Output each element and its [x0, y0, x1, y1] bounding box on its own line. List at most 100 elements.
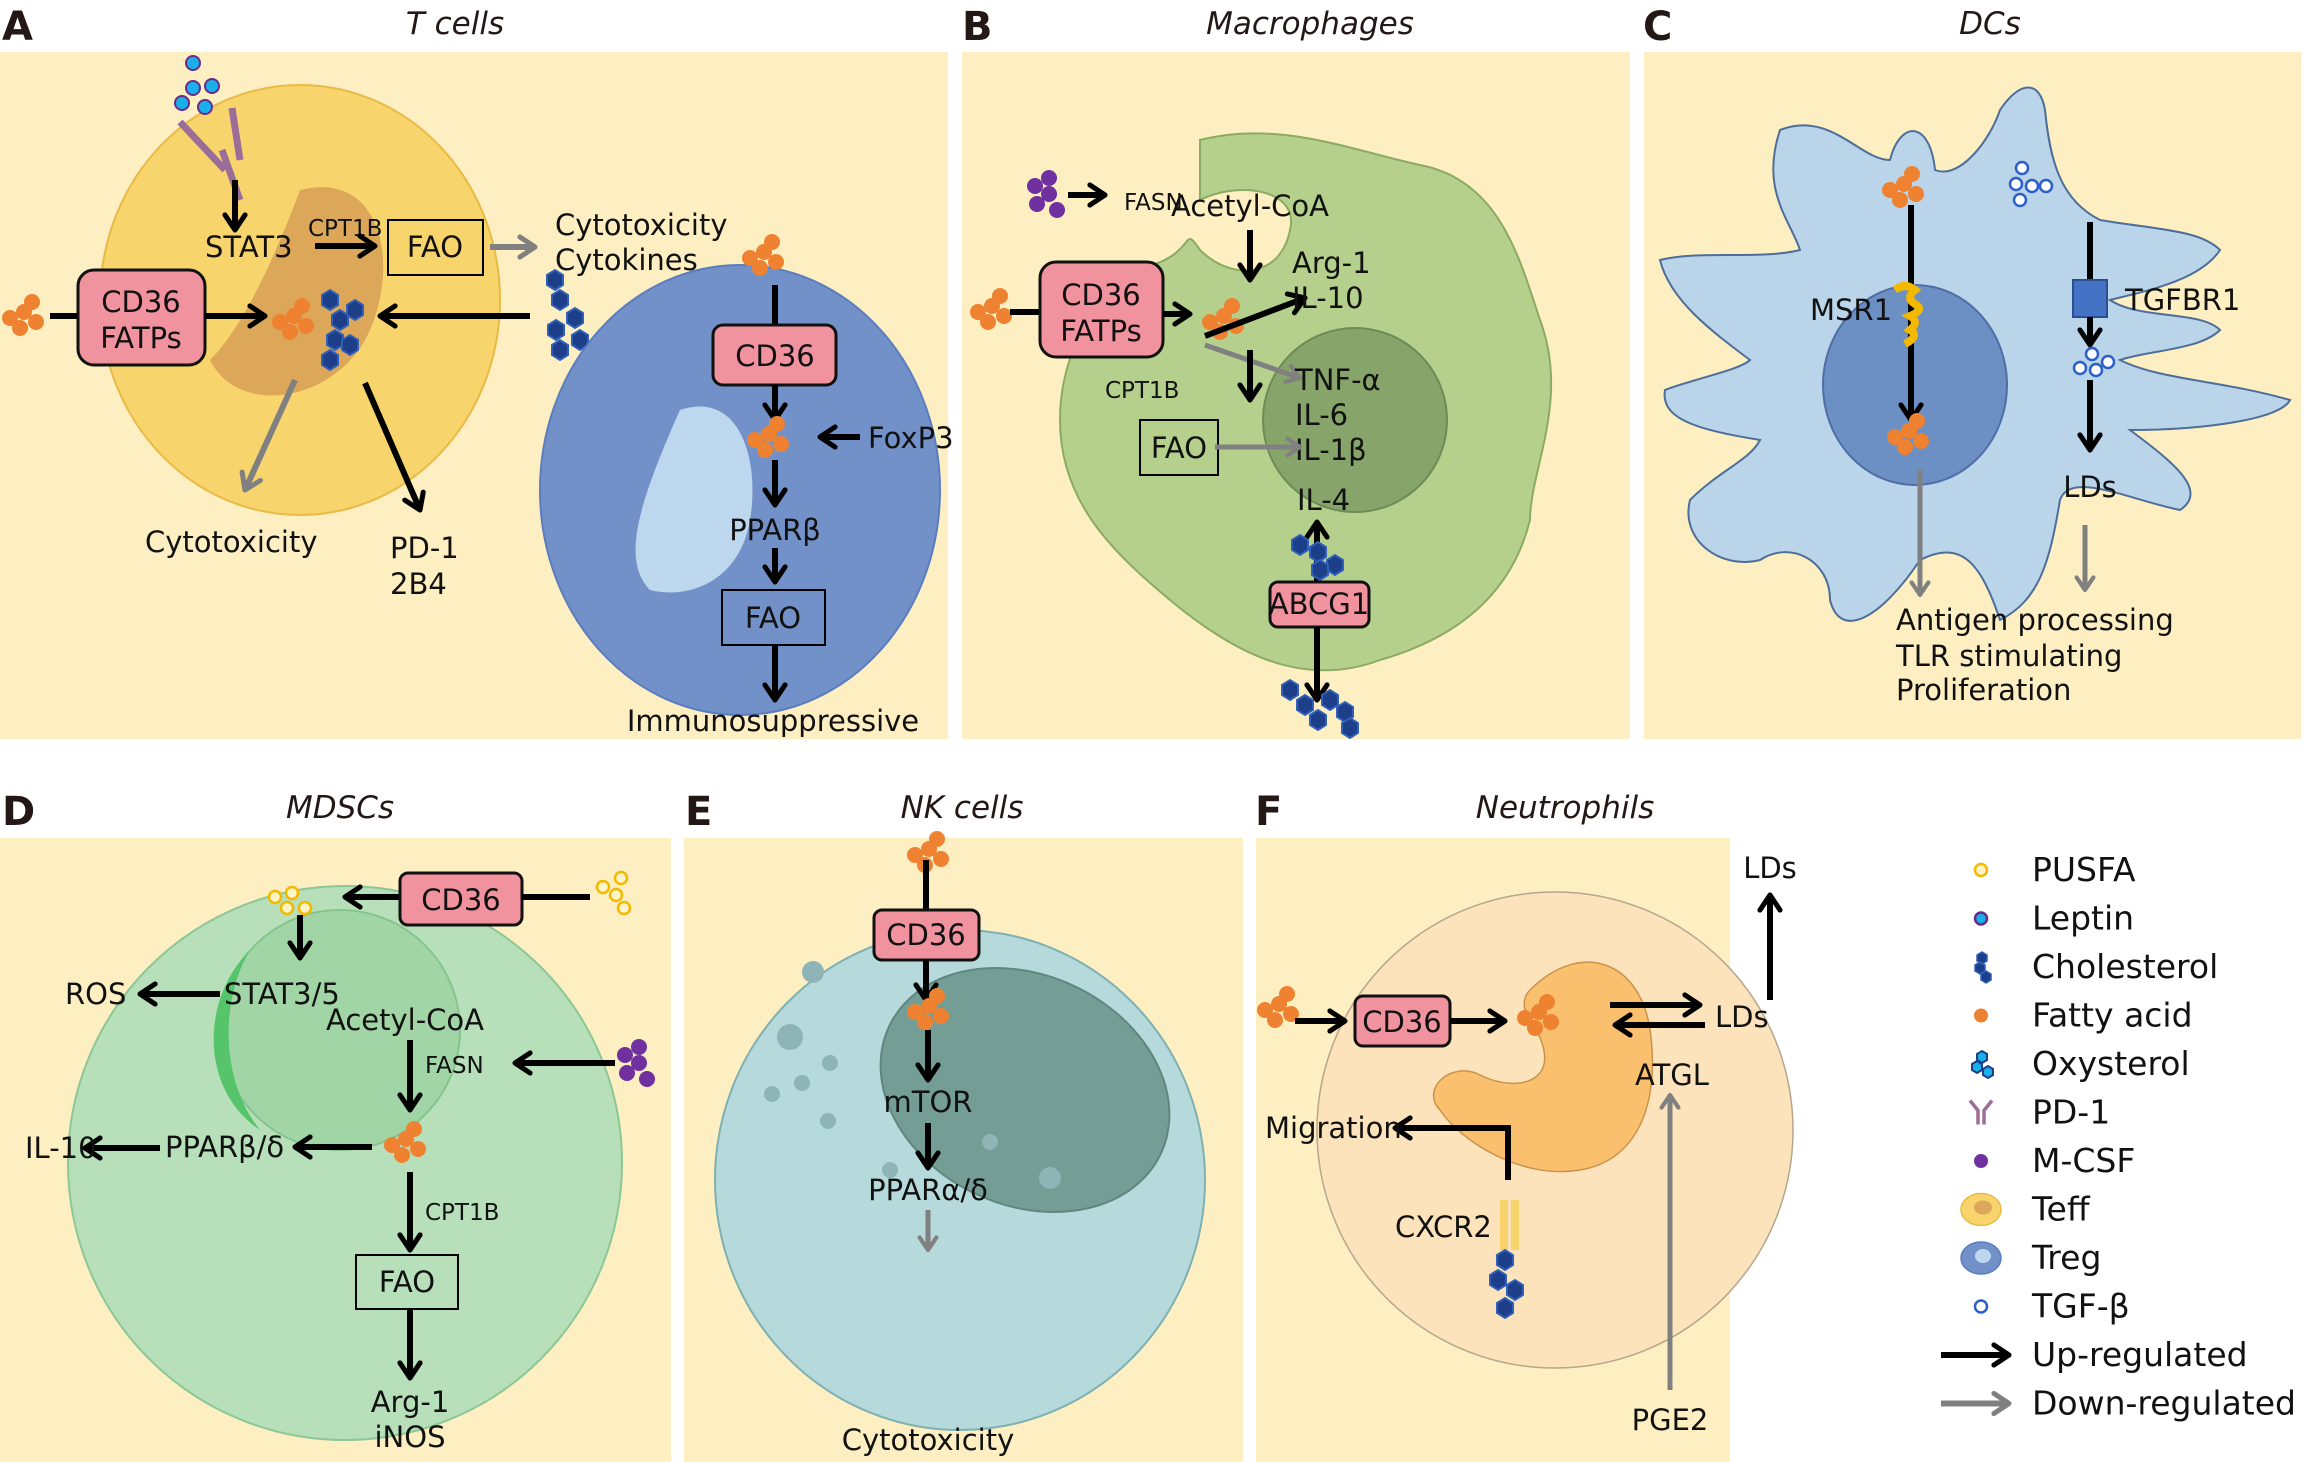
legend-item: Down-regulated — [1941, 1384, 2296, 1423]
teff-icon — [1960, 1192, 2002, 1227]
pusfa-icon — [267, 885, 313, 916]
label-il1b: IL-1β — [1295, 433, 1367, 467]
label-fao: FAO — [379, 1265, 435, 1299]
panel-title: DCs — [1959, 6, 2021, 42]
cytoplasm-granules — [764, 961, 1061, 1189]
panel-letter: E — [685, 789, 712, 835]
nucleus-highlight — [213, 950, 260, 1130]
pusfa-icon — [1973, 862, 1989, 878]
cxcr2-receptor-icon — [1500, 1200, 1519, 1250]
label-fatps: FATPs — [100, 321, 181, 355]
cd36-fatps-box — [1038, 260, 1165, 359]
fao-box — [387, 219, 484, 276]
panel-b: B Macrophages Acetyl-CoA FASN CD36 FATPs… — [962, 4, 1630, 739]
label-inos: iNOS — [375, 1420, 446, 1454]
legend-label: Down-regulated — [2032, 1384, 2296, 1423]
panel-title: Macrophages — [1206, 6, 1414, 42]
legend-label: Oxysterol — [2032, 1044, 2190, 1083]
panel-letter: B — [962, 4, 993, 50]
label-fao: FAO — [745, 601, 801, 635]
tgfb-icon — [2072, 346, 2116, 378]
legend-label: Up-regulated — [2032, 1335, 2248, 1374]
legend-label: Treg — [2031, 1238, 2101, 1277]
label-il6: IL-6 — [1295, 398, 1348, 432]
panel-title: Neutrophils — [1476, 790, 1654, 826]
label-cpt1b: CPT1B — [425, 1200, 499, 1226]
up-arrow — [362, 381, 426, 513]
legend-item: Oxysterol — [1971, 1044, 2190, 1083]
label-pparb: PPARβ — [729, 513, 821, 547]
label-cd36: CD36 — [886, 918, 965, 952]
label-il10: IL-10 — [25, 1131, 97, 1165]
up-arrow — [1203, 291, 1308, 339]
dc-nucleus — [1822, 284, 2008, 486]
panel-e: E NK cells CD36 mTOR PPARα/δ Cytotoxicit… — [684, 789, 1243, 1462]
label-stat3: STAT3 — [205, 230, 293, 264]
up-arrow — [1392, 1115, 1511, 1180]
legend-item: Teff — [1960, 1190, 2091, 1229]
oxysterol-icon — [1971, 1049, 1994, 1080]
tgfb-icon — [2008, 160, 2054, 208]
label-lds: LDs — [2063, 470, 2117, 504]
msr1-receptor-icon — [1892, 282, 1923, 348]
legend-label: Cholesterol — [2032, 947, 2218, 986]
legend-label: TGF-β — [2031, 1287, 2130, 1326]
label-ppar: PPARα/δ — [868, 1173, 988, 1207]
panel-letter: F — [1255, 789, 1282, 835]
legend-item: Treg — [1960, 1238, 2101, 1277]
legend-label: Leptin — [2032, 899, 2134, 938]
legend-item: Leptin — [1973, 899, 2134, 938]
label-cd36: CD36 — [101, 285, 180, 319]
label-fasn: FASN — [425, 1053, 484, 1079]
label-cpt1b: CPT1B — [1105, 378, 1179, 404]
label-cxcr2: CXCR2 — [1395, 1210, 1492, 1244]
label-fao: FAO — [1151, 431, 1207, 465]
label-stat35: STAT3/5 — [224, 977, 340, 1011]
label-tnfa: TNF-α — [1294, 363, 1381, 397]
fatty-acid-icon — [1974, 1008, 1988, 1023]
label-msr1: MSR1 — [1810, 293, 1892, 327]
label-immunosuppressive: Immunosuppressive — [627, 704, 919, 738]
treg-icon — [1960, 1241, 2002, 1275]
label-arg1: Arg-1 — [371, 1385, 450, 1419]
legend-item: PD-1 — [1968, 1093, 2110, 1132]
label-ppar: PPARβ/δ — [165, 1130, 284, 1164]
label-pge2: PGE2 — [1632, 1403, 1709, 1437]
panel-letter: D — [2, 789, 35, 835]
label-atgl: ATGL — [1635, 1058, 1709, 1092]
label-cd36: CD36 — [735, 339, 814, 373]
label-cytotoxicity: Cytotoxicity — [842, 1423, 1015, 1457]
label-lds: LDs — [1715, 1000, 1769, 1034]
legend-item: Cholesterol — [1974, 947, 2218, 986]
label-foxp3: FoxP3 — [868, 421, 954, 455]
label-cd36: CD36 — [1362, 1005, 1441, 1039]
nk-nucleus — [879, 967, 1171, 1213]
panel-f: F Neutrophils LDs CD36 LDs ATGL PGE2 Mig… — [1255, 789, 1797, 1462]
pd1-icon — [1968, 1099, 1994, 1125]
panel-letter: A — [2, 4, 33, 50]
label-abcg1: ABCG1 — [1269, 587, 1369, 621]
label-cytotoxicity: Cytotoxicity — [555, 208, 728, 242]
label-tlr-stimulating: TLR stimulating — [1895, 639, 2122, 673]
label-fao: FAO — [407, 230, 463, 264]
label-arg1: Arg-1 — [1292, 246, 1371, 280]
label-fasn: FASN — [1124, 190, 1183, 216]
legend-label: PD-1 — [2032, 1093, 2110, 1132]
panel-title: T cells — [406, 6, 504, 42]
tgfbr1-receptor-icon — [2072, 279, 2108, 318]
label-lds-top: LDs — [1743, 851, 1797, 885]
neutrophil-nucleus — [1432, 961, 1654, 1173]
label-il4: IL-4 — [1297, 483, 1350, 517]
mcsf-icon — [1974, 1154, 1988, 1168]
panel-a: A T cells STAT3 CPT1B FAO Cytotoxicity C… — [0, 4, 954, 739]
cholesterol-icon — [1974, 951, 1992, 984]
label-migration: Migration — [1265, 1111, 1402, 1145]
macrophage-nucleus — [1262, 327, 1448, 513]
legend-item: TGF-β — [1973, 1287, 2130, 1326]
pusfa-icon — [595, 870, 632, 916]
label-2b4: 2B4 — [390, 567, 447, 601]
label-tgfbr1: TGFBR1 — [2124, 283, 2240, 317]
label-mtor: mTOR — [884, 1085, 973, 1119]
leptin-icon — [1973, 911, 1989, 926]
